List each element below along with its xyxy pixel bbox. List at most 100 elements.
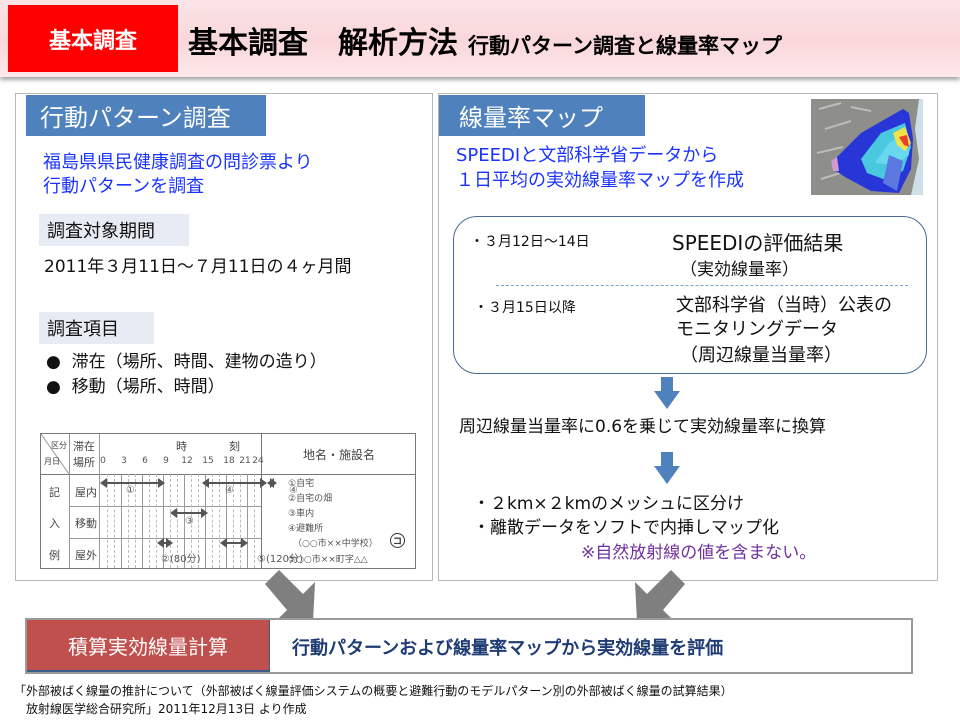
annotation-label: ④	[225, 485, 234, 496]
header-badge: 基本調査	[8, 5, 178, 72]
cumulative-dose-text: 行動パターンおよび線量率マップから実効線量を評価	[292, 638, 724, 659]
tick-label: 18	[223, 456, 235, 466]
table-divider	[142, 474, 143, 568]
stay-header-line1: 滞在	[73, 440, 95, 453]
annotation-label: ③	[185, 516, 194, 527]
mesh-step: ・２km×２kmのメッシュに区分け	[473, 494, 745, 514]
dose-rate-map-panel: 線量率マップ SPEEDIと文部科学省データから １日平均の実効線量率マップを作…	[438, 93, 938, 581]
table-divider	[205, 474, 206, 568]
table-gridline	[114, 474, 115, 568]
period-separator	[496, 285, 908, 286]
map-intro-line1: SPEEDIと文部科学省データから	[456, 145, 719, 166]
tick-label: 21	[239, 456, 251, 466]
table-gridline	[240, 474, 241, 568]
row-label-outdoor: 屋外	[75, 549, 97, 562]
table-gridline	[156, 474, 157, 568]
table-gridline	[198, 474, 199, 568]
arrow-down-icon	[654, 452, 680, 484]
table-divider	[41, 474, 415, 475]
survey-item-text: 滞在（場所、時間、建物の造り）	[71, 352, 327, 372]
map-thumbnail-icon	[811, 99, 923, 195]
survey-item: ● 滞在（場所、時間、建物の造り）	[46, 350, 327, 375]
behavior-pattern-panel: 行動パターン調査 福島県県民健康調査の問診票より 行動パターンを調査 調査対象期…	[15, 93, 433, 581]
data-source-box: ・３月12日～14日 SPEEDIの評価結果 （実効線量率） ・３月15日以降 …	[453, 216, 927, 374]
table-gridline	[149, 474, 150, 568]
items-label: 調査項目	[39, 312, 154, 344]
legend-item: ⑤○○市××町字△△	[288, 555, 368, 565]
table-divider	[247, 474, 248, 568]
tick-label: 12	[181, 456, 193, 466]
time-range-arrow	[100, 478, 165, 488]
source-citation-line2: 放射線医学総合研究所」2011年12月13日 より作成	[26, 702, 307, 716]
behavior-example-table: 区分 月日 滞在 場所 時 刻 0 3 6 9 12 15 18 21 24 地…	[40, 433, 416, 569]
period2-note: （周辺線量当量率）	[680, 345, 842, 366]
behavior-intro-line1: 福島県県民健康調査の問診票より	[43, 152, 313, 173]
interpolation-step: ・離散データをソフトで内挿しマップ化	[473, 518, 779, 538]
time-range-arrow	[202, 478, 267, 488]
row-label-indoor: 屋内	[75, 486, 97, 499]
legend-item: ④避難所	[288, 524, 324, 534]
row-label-moving: 移動	[75, 517, 97, 530]
legend-item: ②自宅の畑	[288, 494, 333, 504]
time-header-1: 時	[176, 440, 187, 453]
arrow-down-icon	[654, 377, 680, 409]
table-divider	[261, 434, 262, 568]
corner-bottom-label: 月日	[44, 457, 60, 466]
period2-date: ・３月15日以降	[474, 300, 576, 316]
table-gridline	[170, 474, 171, 568]
table-gridline	[191, 474, 192, 568]
period1-source: SPEEDIの評価結果	[672, 231, 844, 255]
annotation-label: ⑤(120分)	[257, 554, 303, 565]
annotation-label: ①	[126, 485, 135, 496]
time-range-arrow	[170, 508, 208, 518]
header-banner: 基本調査 基本調査 解析方法行動パターン調査と線量率マップ	[0, 0, 960, 77]
tick-label: 0	[100, 456, 106, 466]
tick-label: 3	[121, 456, 127, 466]
corner-top-label: 区分	[51, 441, 67, 450]
table-gridline	[135, 474, 136, 568]
time-range-arrow	[220, 538, 248, 548]
table-divider	[163, 474, 164, 568]
survey-item-text: 移動（場所、時間）	[71, 377, 225, 397]
table-gridline	[254, 474, 255, 568]
period-label: 調査対象期間	[39, 214, 189, 246]
tick-label: 6	[142, 456, 148, 466]
dose-rate-map-image	[811, 99, 923, 195]
place-header: 地名・施設名	[303, 448, 376, 462]
legend-badge-icon: コ	[390, 533, 405, 548]
arrow-down-left-icon	[635, 570, 685, 624]
map-intro-line2: １日平均の実効線量率マップを作成	[456, 170, 744, 191]
table-gridline	[128, 474, 129, 568]
annotation-label: ④	[289, 485, 298, 496]
page-title: 基本調査 解析方法行動パターン調査と線量率マップ	[188, 18, 782, 62]
conversion-text: 周辺線量当量率に0.6を乗じて実効線量率に換算	[459, 417, 827, 437]
table-divider	[69, 506, 261, 507]
table-gridline	[177, 474, 178, 568]
table-gridline	[107, 474, 108, 568]
period2-source-line1: 文部科学省（当時）公表の	[676, 295, 892, 316]
cumulative-dose-bar: 積算実効線量計算 行動パターンおよび線量率マップから実効線量を評価	[25, 618, 913, 674]
period-value: 2011年３月11日～７月11日の４ヶ月間	[44, 257, 352, 277]
row-side-label: 記	[49, 486, 60, 499]
time-range-arrow	[157, 538, 173, 548]
dose-rate-map-tab: 線量率マップ	[439, 95, 645, 136]
arrow-down-right-icon	[265, 570, 315, 624]
tick-label: 9	[163, 456, 169, 466]
behavior-pattern-tab: 行動パターン調査	[26, 95, 266, 136]
legend-item: ①自宅	[288, 479, 315, 489]
row-side-label: 入	[49, 517, 60, 530]
table-gridline	[219, 474, 220, 568]
row-side-label: 例	[49, 549, 60, 562]
table-divider	[184, 474, 185, 568]
corner-diagonal-icon	[41, 434, 69, 474]
legend-item: （○○市××中学校）	[293, 539, 378, 549]
table-divider	[69, 538, 261, 539]
legend-item: ③車内	[288, 509, 315, 519]
tick-label: 15	[202, 456, 214, 466]
table-divider	[99, 434, 100, 568]
cumulative-dose-label: 積算実効線量計算	[27, 620, 270, 672]
table-divider	[121, 474, 122, 568]
table-divider	[69, 434, 70, 568]
bullet-icon: ●	[46, 352, 61, 372]
table-divider	[226, 474, 227, 568]
